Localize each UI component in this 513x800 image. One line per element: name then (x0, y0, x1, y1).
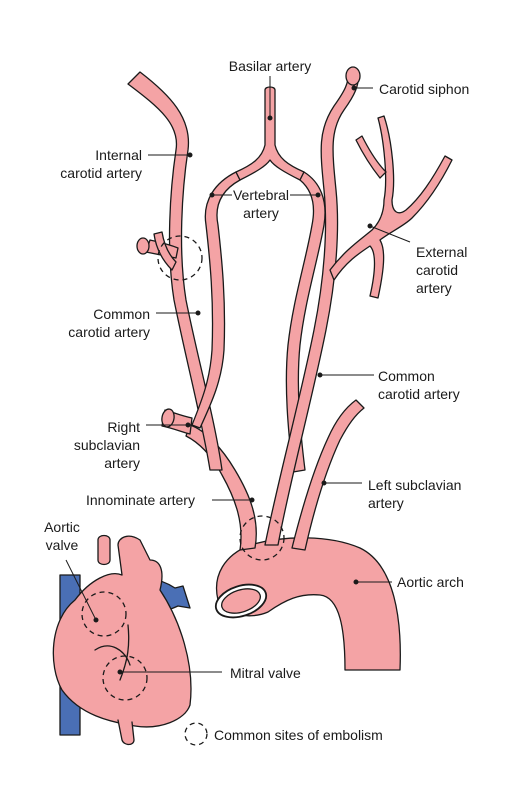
label-basilar-artery: Basilar artery (228, 58, 312, 74)
embolism-site-innominate-origin (239, 515, 285, 561)
embolism-site-aortic-valve (81, 591, 127, 637)
left-common-carotid-artery (264, 66, 361, 546)
right-common-carotid-artery (127, 71, 223, 471)
label-mitral-valve: Mitral valve (230, 665, 301, 681)
label-vertebral-artery: Vertebral artery (232, 187, 290, 221)
heart-body (52, 535, 192, 728)
label-carotid-siphon: Carotid siphon (379, 81, 470, 97)
leader-external-carotid (369, 225, 411, 243)
basilar-artery (235, 86, 305, 181)
label-aortic-valve: Aortic valve (44, 519, 80, 553)
label-common-carotid-artery-left: Common carotid artery (378, 368, 460, 402)
leader-aortic-valve (65, 559, 97, 621)
label-common-carotid-artery-right: Common carotid artery (68, 306, 150, 340)
aortic-arch (214, 537, 401, 671)
heart (52, 534, 192, 746)
label-aortic-arch: Aortic arch (397, 574, 464, 590)
label-right-subclavian-artery: Right subclavian artery (73, 419, 140, 471)
legend-text: Common sites of embolism (214, 727, 383, 743)
left-subclavian-artery (291, 399, 365, 551)
label-innominate-artery: Innominate artery (86, 492, 195, 508)
legend-symbol (184, 722, 208, 746)
label-internal-carotid-artery: Internal carotid artery (60, 147, 142, 181)
innominate-artery (161, 408, 257, 551)
label-external-carotid-artery: External carotid artery (416, 244, 468, 296)
embolism-site-mitral-valve (102, 655, 148, 701)
embolism-site-carotid-bifurcation (157, 235, 203, 281)
external-carotid-artery (329, 115, 453, 299)
label-left-subclavian-artery: Left subclavian artery (368, 477, 462, 511)
